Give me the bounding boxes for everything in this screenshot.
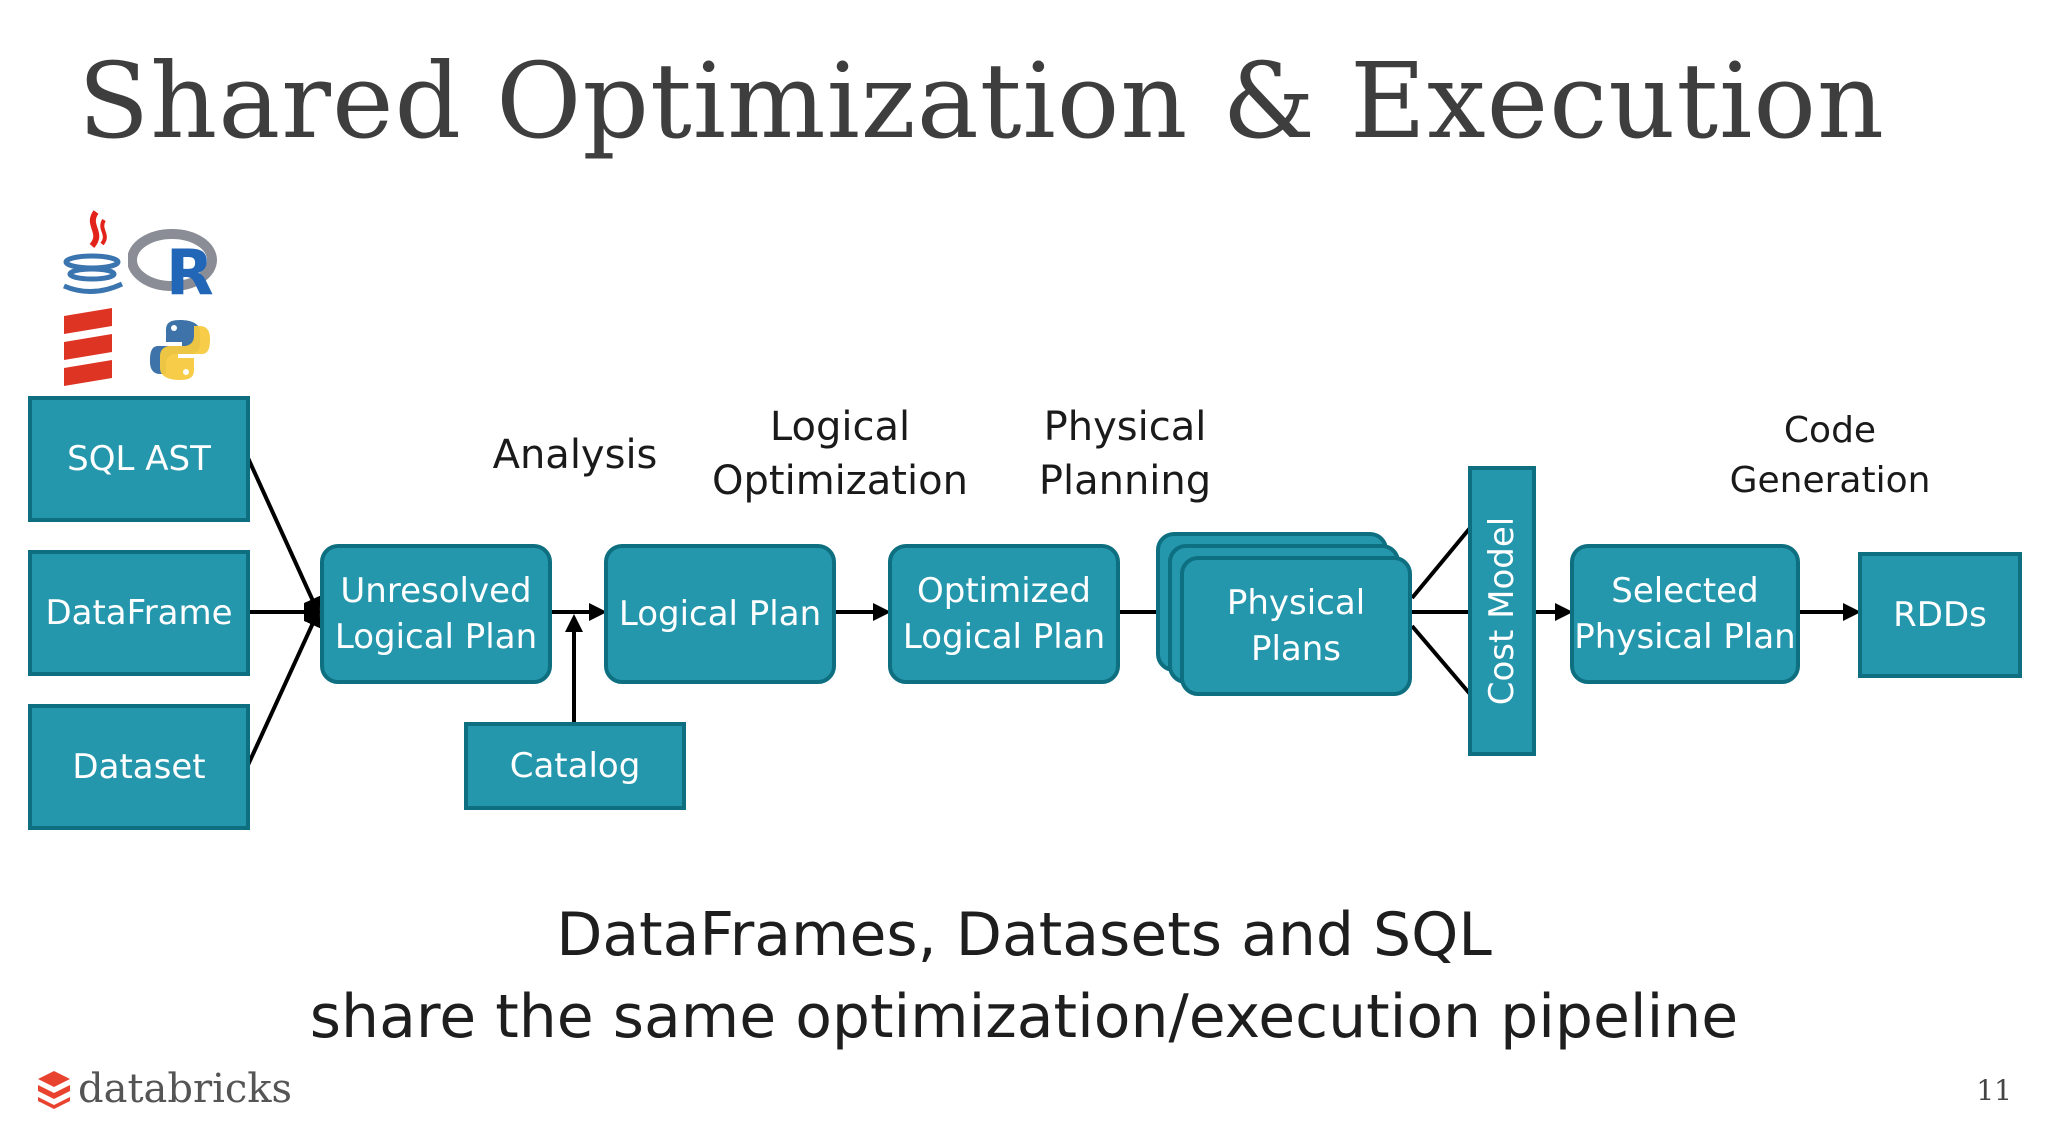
caption-line-1: DataFrames, Datasets and SQL (556, 900, 1492, 970)
stage-physical-planning-label: Physical Planning (1038, 404, 1212, 504)
logical-plan-box: Logical Plan (604, 544, 836, 684)
cost-model-label: Cost Model (1482, 516, 1523, 706)
databricks-logo: databricks (36, 1066, 292, 1112)
databricks-logo-text: databricks (78, 1066, 293, 1112)
stage-analysis-label: Analysis (492, 432, 658, 478)
rdds-box: RDDs (1858, 552, 2022, 678)
slide-title: Shared Optimization & Execution (78, 40, 1886, 162)
caption-line-2: share the same optimization/execution pi… (309, 982, 1739, 1052)
optimized-logical-plan-box: Optimized Logical Plan (888, 544, 1120, 684)
java-icon (63, 210, 124, 294)
python-icon (150, 320, 210, 380)
physical-to-cost-top (1410, 526, 1472, 600)
unresolved-logical-plan-box: Unresolved Logical Plan (320, 544, 552, 684)
sqlast-to-unresolved-arrow (246, 457, 321, 616)
stage-logical-optimization-label: Logical Optimization (712, 404, 968, 504)
page-number: 11 (1976, 1074, 2012, 1107)
physical-plans-box: Physical Plans (1180, 556, 1412, 696)
dataset-to-unresolved-arrow (246, 608, 321, 766)
catalog-box: Catalog (464, 722, 686, 810)
sql-ast-box: SQL AST (28, 396, 250, 522)
cost-model-box: Cost Model (1468, 466, 1536, 756)
selected-physical-plan-box: Selected Physical Plan (1570, 544, 1800, 684)
physical-to-cost-bottom (1410, 624, 1472, 696)
svg-text:R: R (166, 236, 214, 302)
dataset-box: Dataset (28, 704, 250, 830)
databricks-logo-icon (38, 1071, 70, 1109)
r-icon: R (128, 229, 217, 302)
scala-icon (64, 308, 112, 386)
dataframe-box: DataFrame (28, 550, 250, 676)
stage-code-generation-label: Code Generation (1729, 410, 1931, 501)
